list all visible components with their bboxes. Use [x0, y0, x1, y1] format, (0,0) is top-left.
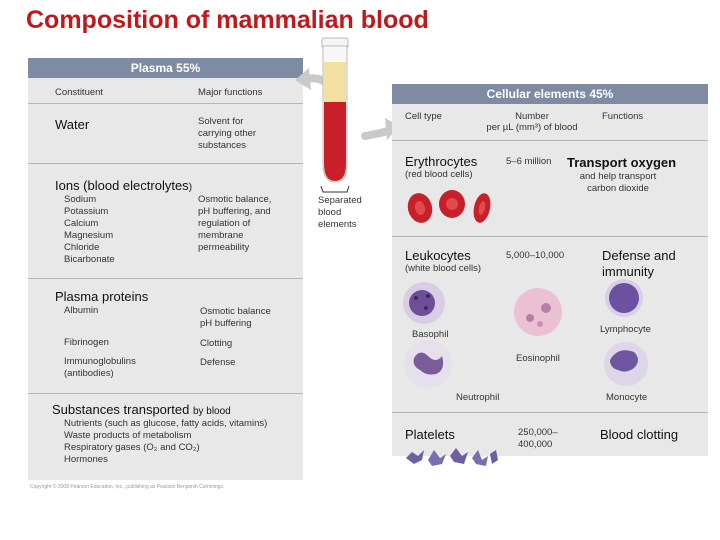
- ions-heading: Ions (blood electrolytes): [55, 178, 193, 193]
- cellular-header-divider: [392, 140, 708, 141]
- erythrocytes-sub: (red blood cells): [405, 169, 473, 180]
- monocyte-label: Monocyte: [606, 392, 648, 403]
- number-header: Number per µL (mm³) of blood: [486, 111, 578, 133]
- cell-layer: [324, 102, 346, 181]
- copyright-text: Copyright © 2008 Pearson Education, Inc.…: [30, 484, 225, 490]
- neutrophil-cell: [404, 340, 452, 388]
- water-function: Solvent for carrying other substances: [198, 116, 257, 151]
- basophil-label: Basophil: [412, 329, 449, 340]
- major-functions-header: Major functions: [198, 87, 263, 98]
- functions-header: Functions: [602, 111, 644, 122]
- cellular-panel: [392, 84, 708, 456]
- leukocytes-divider: [392, 412, 708, 413]
- ions-list: Sodium Potassium Calcium Magnesium Chlor…: [64, 194, 115, 265]
- separated-elements-label: Separated blood elements: [318, 195, 362, 230]
- blood-tube-illustration: [295, 37, 399, 193]
- plasma-proteins-heading: Plasma proteins: [55, 289, 149, 304]
- white-blood-cells-illustration: [403, 279, 648, 388]
- eosinophil-label: Eosinophil: [516, 353, 560, 364]
- albumin-function: Osmotic balance pH buffering: [200, 306, 271, 329]
- lymphocyte-label: Lymphocyte: [600, 324, 651, 335]
- constituent-header: Constituent: [55, 87, 104, 98]
- plasma-header: Plasma 55%: [28, 58, 303, 78]
- substances-list: Nutrients (such as glucose, fatty acids,…: [64, 418, 268, 465]
- water-divider: [28, 163, 303, 164]
- ions-divider: [28, 278, 303, 279]
- erythrocytes-number: 5–6 million: [506, 156, 552, 167]
- red-blood-cells-illustration: [407, 190, 491, 223]
- page-title: Composition of mammalian blood: [26, 6, 429, 34]
- header-divider: [28, 103, 303, 104]
- leukocytes-number: 5,000–10,000: [506, 250, 565, 261]
- fibrinogen-label: Fibrinogen: [64, 337, 109, 348]
- neutrophil-label: Neutrophil: [456, 392, 500, 403]
- leukocytes-function: Defense and immunity: [602, 248, 676, 279]
- platelets-function: Blood clotting: [600, 427, 679, 442]
- fibrinogen-function: Clotting: [200, 338, 233, 349]
- erythrocytes-divider: [392, 236, 708, 237]
- immunoglobulins-label: Immunoglobulins (antibodies): [64, 356, 136, 379]
- proteins-divider: [28, 393, 303, 394]
- erythrocytes-function: Transport oxygen: [567, 155, 677, 170]
- leukocytes-label: Leukocytes: [405, 248, 471, 263]
- water-label: Water: [55, 117, 90, 132]
- erythrocytes-function-sub: and help transport carbon dioxide: [579, 171, 657, 194]
- lymphocyte-cell: [605, 279, 643, 317]
- cell-type-header: Cell type: [405, 111, 442, 122]
- platelets-illustration: [406, 448, 498, 466]
- ions-function: Osmotic balance, pH buffering, and regul…: [198, 194, 272, 253]
- immunoglobulins-function: Defense: [200, 357, 236, 368]
- monocyte-cell: [604, 342, 648, 386]
- platelets-label: Platelets: [405, 427, 455, 442]
- albumin-label: Albumin: [64, 305, 99, 316]
- plasma-panel: [28, 58, 303, 480]
- substances-heading: Substances transported by blood: [52, 402, 231, 417]
- leukocytes-sub: (white blood cells): [405, 263, 482, 274]
- plasma-layer: [324, 62, 346, 102]
- cellular-header: Cellular elements 45%: [392, 84, 708, 104]
- platelets-number: 250,000– 400,000: [518, 427, 558, 450]
- basophil-cell: [403, 282, 445, 324]
- eosinophil-cell: [514, 288, 562, 336]
- erythrocytes-label: Erythrocytes: [405, 154, 478, 169]
